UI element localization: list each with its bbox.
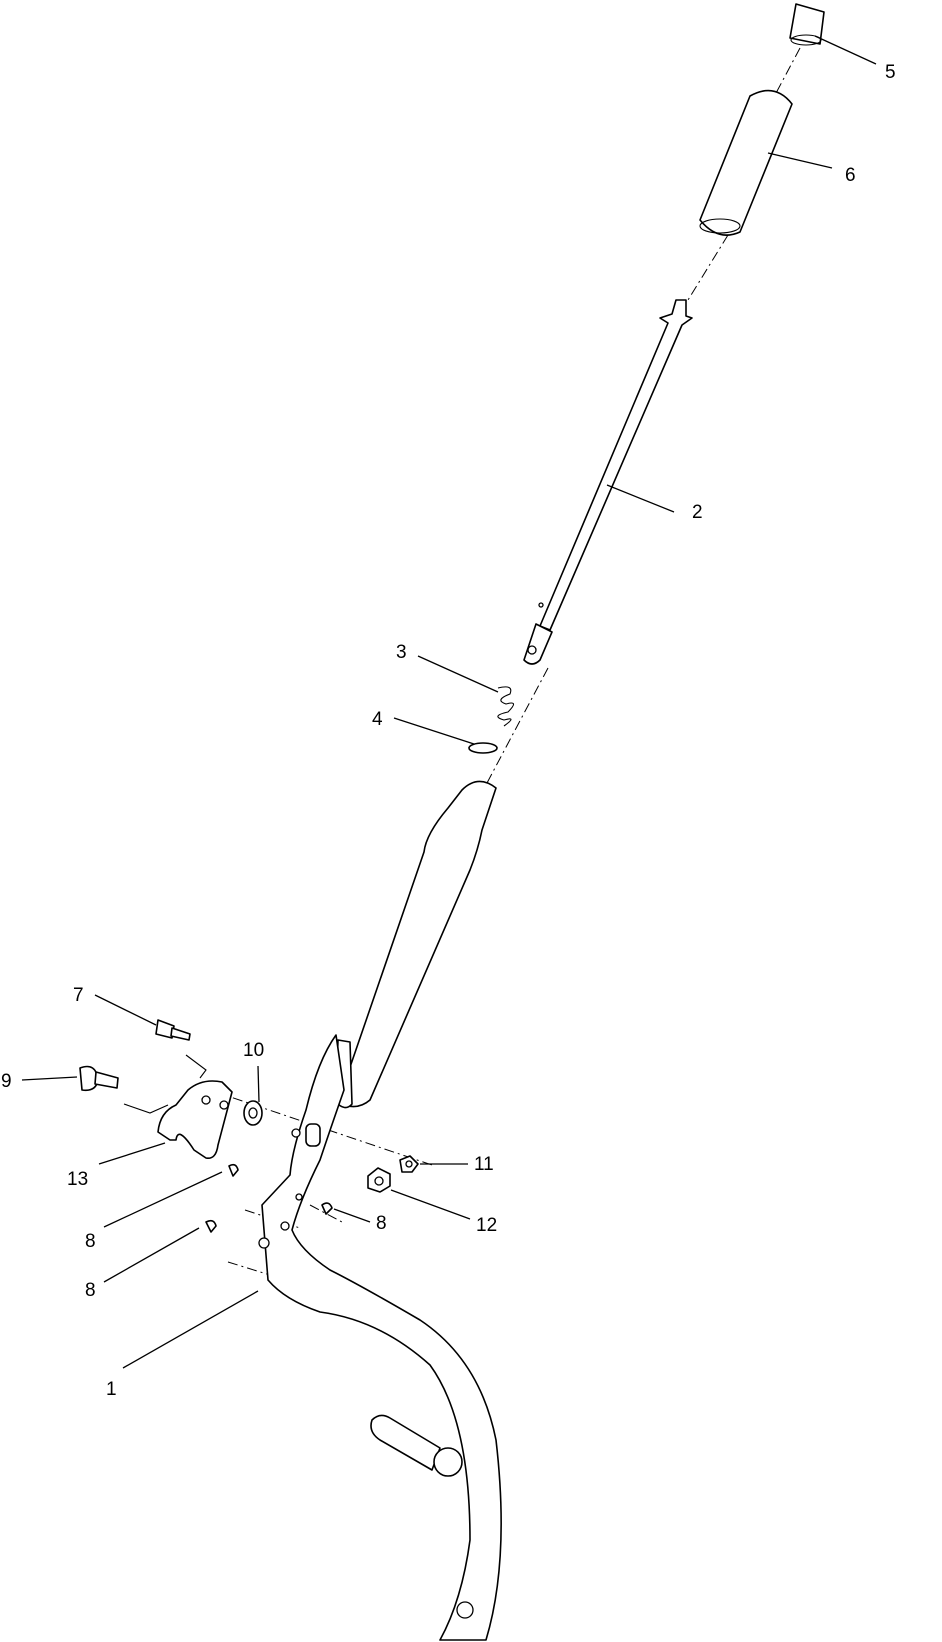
part-8-screws [205, 1163, 333, 1233]
callout-7: 7 [73, 985, 84, 1006]
part-12-flange-nut [367, 1167, 391, 1193]
callout-10: 10 [243, 1040, 264, 1061]
part-13-latch [157, 1080, 233, 1160]
leader-lines [21, 35, 877, 1369]
part-3-spring [497, 686, 515, 727]
callout-6: 6 [845, 165, 856, 186]
callout-13: 13 [67, 1169, 88, 1190]
part-6-grip [699, 89, 793, 236]
callout-8-lower: 8 [85, 1280, 96, 1301]
callout-1: 1 [106, 1379, 117, 1400]
callout-3: 3 [396, 642, 407, 663]
part-4-washer [468, 742, 498, 754]
callout-12: 12 [476, 1215, 497, 1236]
callout-8-upper: 8 [85, 1231, 96, 1252]
callout-11: 11 [474, 1154, 494, 1175]
callout-8-right: 8 [376, 1213, 387, 1234]
callout-5: 5 [885, 62, 896, 83]
callout-4: 4 [372, 709, 383, 730]
part-11-nut [399, 1155, 419, 1173]
part-7-shoulder-bolt [155, 1019, 191, 1041]
callout-labels: 5 6 2 3 4 7 9 10 13 11 12 8 8 8 1 [1, 62, 896, 1400]
part-5-cap [789, 3, 825, 46]
part-10-washer [243, 1100, 263, 1126]
part-9-carriage-bolt [79, 1065, 119, 1092]
callout-9: 9 [1, 1071, 12, 1092]
part-1-lever [258, 780, 502, 1641]
callout-2: 2 [692, 502, 703, 523]
part-2-rod [523, 299, 693, 665]
